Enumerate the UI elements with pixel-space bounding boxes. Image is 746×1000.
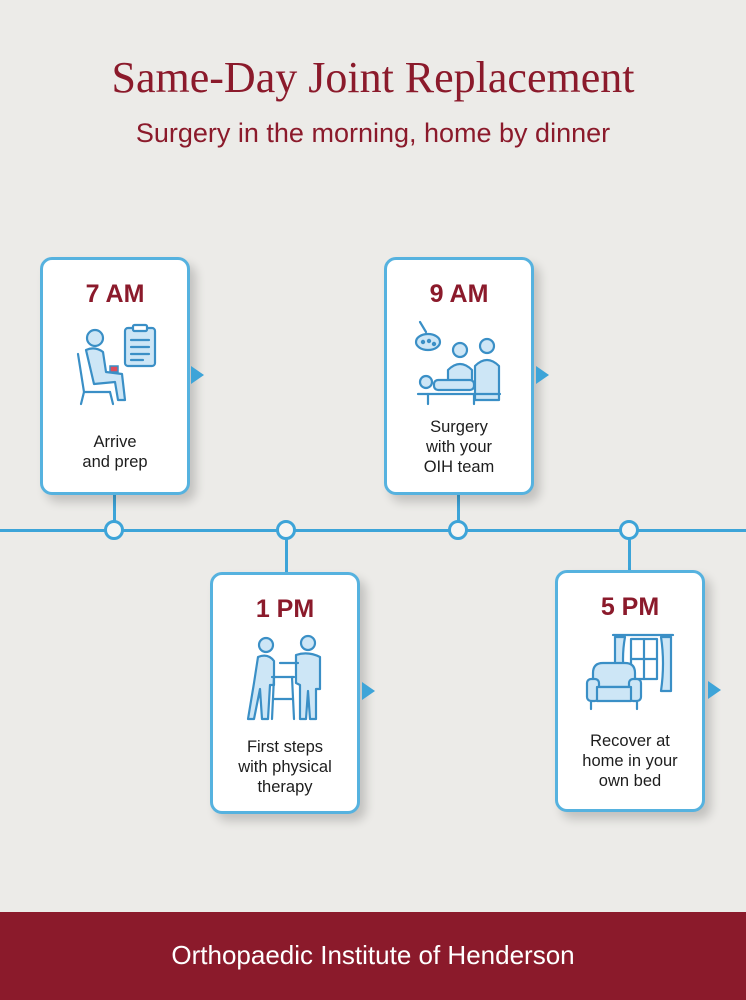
- surgical-team-icon: [414, 320, 502, 406]
- connector-1pm: [285, 536, 288, 572]
- timeline-line: [0, 529, 746, 532]
- timeline-node-7am: [104, 520, 124, 540]
- footer-banner: Orthopaedic Institute of Henderson: [0, 912, 746, 1000]
- patient-chair-clipboard-icon: [76, 323, 157, 406]
- timeline-node-5pm: [619, 520, 639, 540]
- step-time: 1 PM: [255, 595, 315, 623]
- step-card-5pm: 5 PM Recover at home in your own bed: [555, 570, 705, 812]
- step-label: Recover at home in your own bed: [582, 732, 678, 790]
- step-arrow-icon: [191, 366, 204, 384]
- step-time: 7 AM: [85, 280, 145, 308]
- armchair-window-icon: [585, 633, 675, 711]
- step-arrow-icon: [362, 682, 375, 700]
- step-label: First steps with physical therapy: [238, 738, 332, 796]
- step-label: Surgery with your OIH team: [423, 418, 495, 476]
- timeline-node-9am: [448, 520, 468, 540]
- step-arrow-icon: [536, 366, 549, 384]
- connector-5pm: [628, 536, 631, 570]
- step-label: Arrive and prep: [82, 433, 148, 471]
- step-card-9am: 9 AM Surgery with your OIH team: [384, 257, 534, 495]
- step-card-7am: 7 AM Arrive and prep: [40, 257, 190, 495]
- step-time: 9 AM: [429, 280, 489, 308]
- page-subtitle: Surgery in the morning, home by dinner: [135, 118, 611, 148]
- page-title: Same-Day Joint Replacement: [111, 53, 635, 102]
- step-time: 5 PM: [600, 593, 660, 621]
- connector-9am: [457, 492, 460, 522]
- footer-organization: Orthopaedic Institute of Henderson: [171, 940, 575, 970]
- timeline-node-1pm: [276, 520, 296, 540]
- connector-7am: [113, 492, 116, 522]
- physical-therapy-walker-icon: [246, 634, 322, 721]
- step-card-1pm: 1 PM First steps with physical therapy: [210, 572, 360, 814]
- step-arrow-icon: [708, 681, 721, 699]
